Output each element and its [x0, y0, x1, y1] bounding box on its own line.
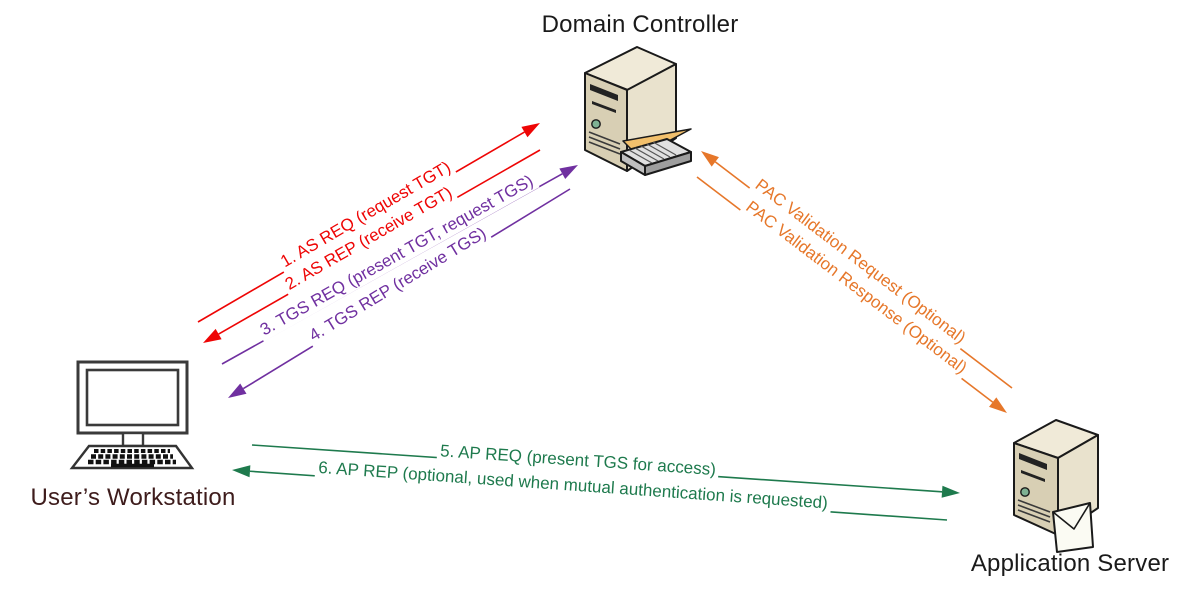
- monitor-screen: [85, 368, 180, 427]
- as-rep-arrowhead: [203, 328, 222, 343]
- monitor-stand: [121, 431, 145, 448]
- as-req-arrowhead: [521, 123, 540, 138]
- tgs-rep-arrowhead: [228, 383, 247, 398]
- application-server-label: Application Server: [970, 550, 1170, 577]
- pac-request-arrowhead: [701, 151, 719, 167]
- domain-controller-icon: [584, 46, 692, 176]
- ap-rep-arrowhead: [232, 465, 251, 478]
- ap-req-arrowhead: [941, 485, 960, 498]
- envelope-icon: [1052, 502, 1094, 553]
- keyboard-3d: [620, 138, 692, 176]
- users-workstation-icon: [69, 360, 195, 470]
- tgs-req-arrowhead: [559, 165, 578, 180]
- domain-controller-label: Domain Controller: [541, 11, 739, 38]
- pac-response-arrowhead: [989, 397, 1007, 413]
- users-workstation-label: User’s Workstation: [30, 484, 236, 511]
- application-server-icon: [1013, 419, 1099, 553]
